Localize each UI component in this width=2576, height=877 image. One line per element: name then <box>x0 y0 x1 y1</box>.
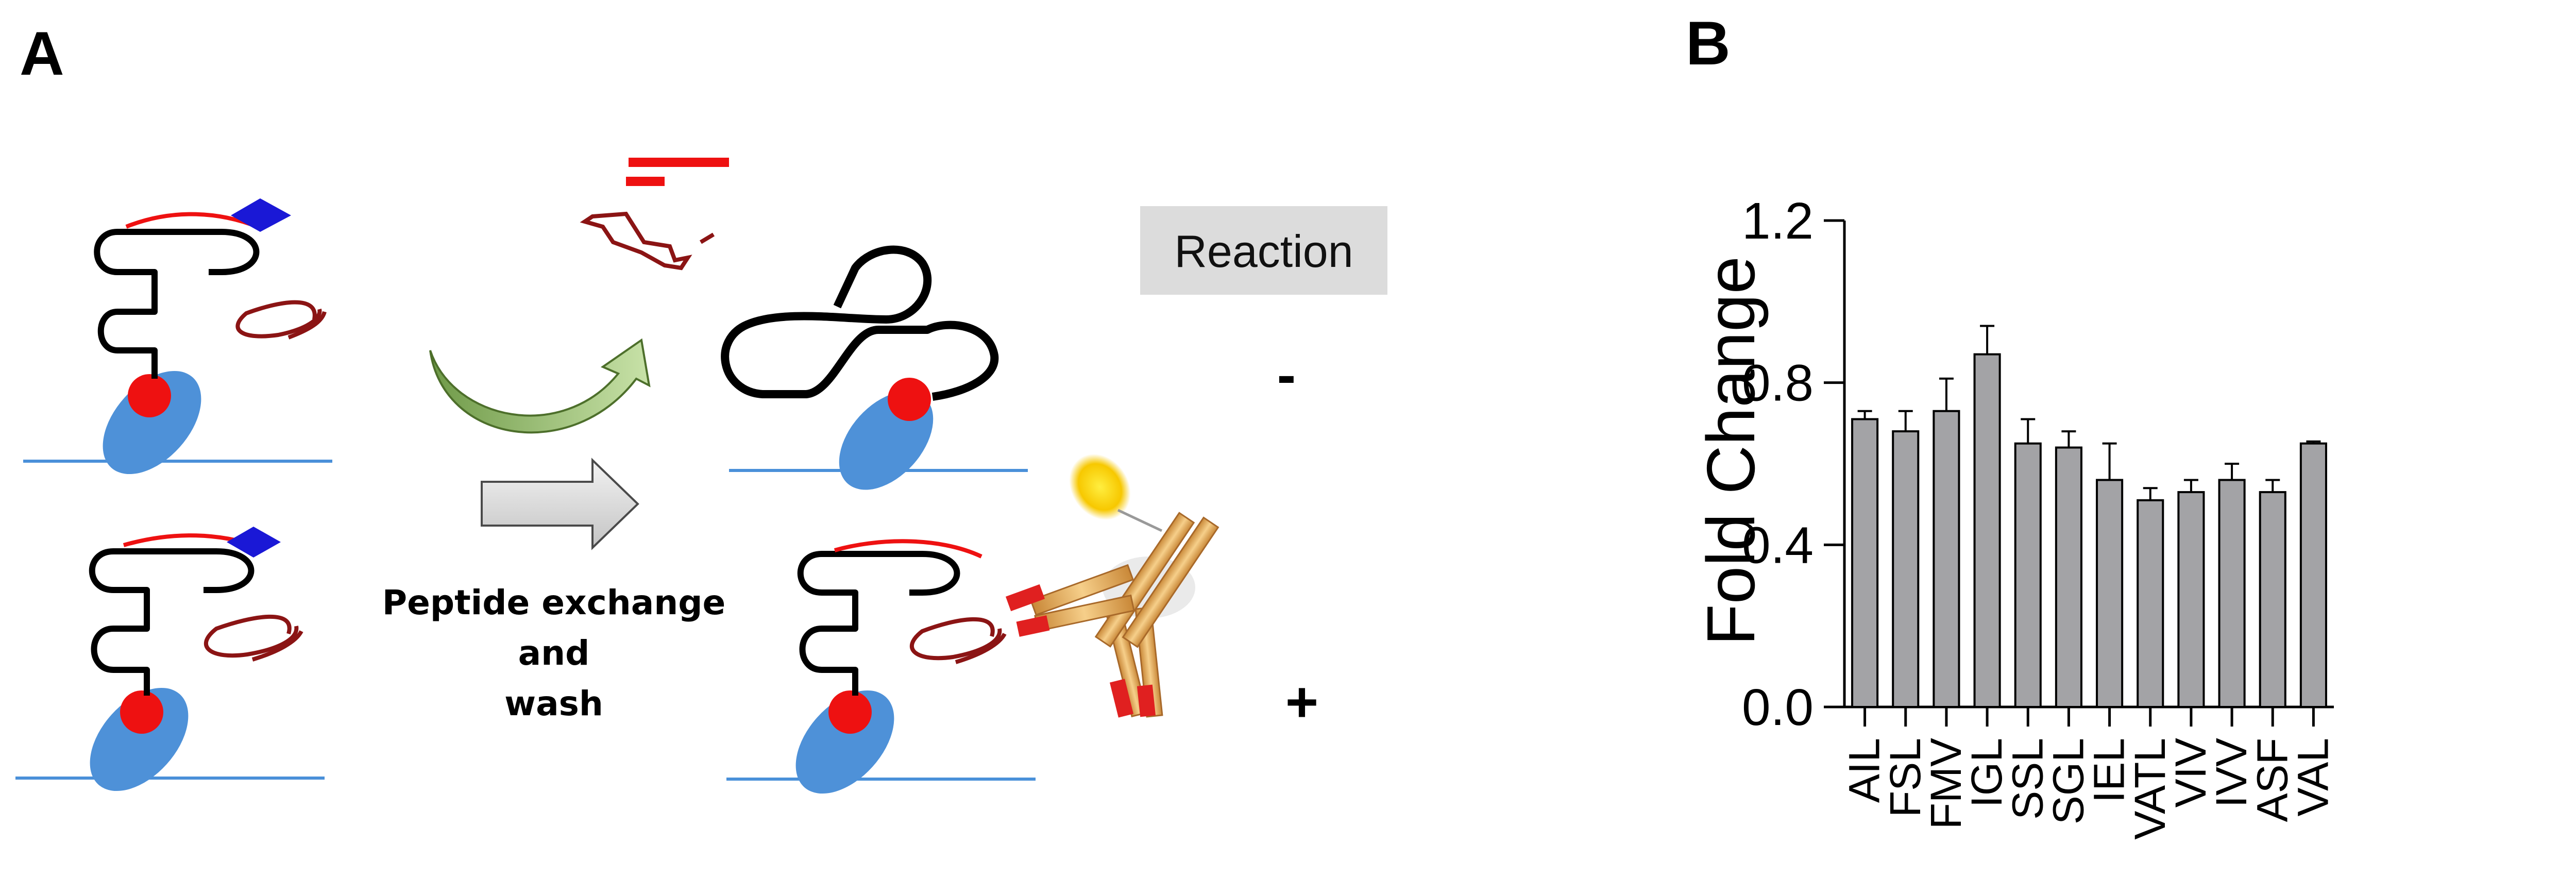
y-tick-label: 0.4 <box>1742 516 1814 574</box>
bar-iel <box>2096 479 2124 708</box>
anchor-bead <box>828 690 872 734</box>
new-peptide <box>834 539 982 559</box>
bar-vatl <box>2137 499 2164 708</box>
mhc-complex-bottom-right <box>726 539 1036 794</box>
y-tick-label: 0.8 <box>1742 355 1814 412</box>
x-tick-label-asf: ASF <box>2248 738 2296 822</box>
exchange-curved-arrow <box>429 338 651 434</box>
panel-a-label: A <box>20 19 64 88</box>
antibody-icon <box>1005 453 1219 718</box>
mhc-complex-top-right <box>721 245 1028 490</box>
x-tick-label-iel: IEL <box>2085 738 2133 803</box>
anchor-bead <box>120 690 163 734</box>
released-chaperone <box>580 211 692 271</box>
tag-diamond <box>227 527 281 558</box>
x-tick-label-vatl: VATL <box>2126 738 2174 840</box>
bar-ivv <box>2218 479 2246 708</box>
fold-change-bar-chart: Fold Change 0.0 0.4 0.8 1.2 AILFSLFMVIGLSSL… <box>1693 192 2337 840</box>
x-tick-label-fmv: FMV <box>1922 738 1970 829</box>
fluorophore-glow <box>1069 453 1131 520</box>
anchor-protein <box>90 687 189 791</box>
step-label-line3: wash <box>504 684 603 723</box>
x-tick-label-val: VAL <box>2289 738 2337 817</box>
x-tick-label-ssl: SSL <box>2003 738 2052 820</box>
bar-fsl <box>1892 430 1920 708</box>
bar-igl <box>1973 353 2001 708</box>
reaction-header-box <box>1140 206 1387 295</box>
mhc-complex-top-left <box>23 198 332 475</box>
bar-viv <box>2177 491 2205 708</box>
x-tick-label-igl: IGL <box>1962 738 2011 807</box>
tag-diamond <box>231 198 291 232</box>
x-tick-label-ivv: IVV <box>2207 738 2256 807</box>
released-fragments <box>580 158 729 271</box>
panel-b-label: B <box>1686 9 1731 78</box>
y-tick-label: 1.2 <box>1742 192 1814 250</box>
bar-ail <box>1851 418 1879 708</box>
anchor-bead <box>888 378 931 421</box>
chaperone-loop <box>235 300 322 339</box>
bar-asf <box>2259 491 2286 708</box>
mhc-chain <box>797 551 960 696</box>
x-tick-label-fsl: FSL <box>1881 738 1929 817</box>
bound-peptide <box>125 212 259 229</box>
bar-val <box>2299 442 2327 709</box>
anchor-bead <box>128 374 171 417</box>
bar-fmv <box>1933 410 1960 708</box>
chaperone-loop <box>204 614 299 658</box>
bars <box>1851 353 2327 709</box>
anchor-protein <box>103 370 201 475</box>
error-bars <box>1857 325 2321 500</box>
anchor-protein <box>839 391 934 490</box>
step-label-line2: and <box>518 633 590 673</box>
reaction-negative-sign: - <box>1277 343 1296 407</box>
mhc-complex-bottom-left <box>15 527 325 791</box>
reaction-positive-sign: + <box>1285 670 1318 734</box>
mhc-chain <box>89 548 255 696</box>
reaction-header: Reaction <box>1174 226 1353 277</box>
unfolded-chain <box>721 245 999 401</box>
y-ticks: 0.0 0.4 0.8 1.2 <box>1742 192 1844 736</box>
x-tick-label-sgl: SGL <box>2044 738 2092 824</box>
x-tick-label-viv: VIV <box>2166 738 2215 807</box>
y-tick-label: 0.0 <box>1742 679 1814 736</box>
bar-ssl <box>2014 442 2042 709</box>
process-arrow <box>481 458 639 550</box>
y-axis-label: Fold Change <box>1693 256 1769 646</box>
mhc-chain <box>94 229 260 379</box>
chaperone-loop <box>909 617 1002 661</box>
x-tick-label-ail: AIL <box>1840 738 1889 803</box>
step-label-line1: Peptide exchange <box>382 583 726 622</box>
bar-sgl <box>2055 446 2082 708</box>
